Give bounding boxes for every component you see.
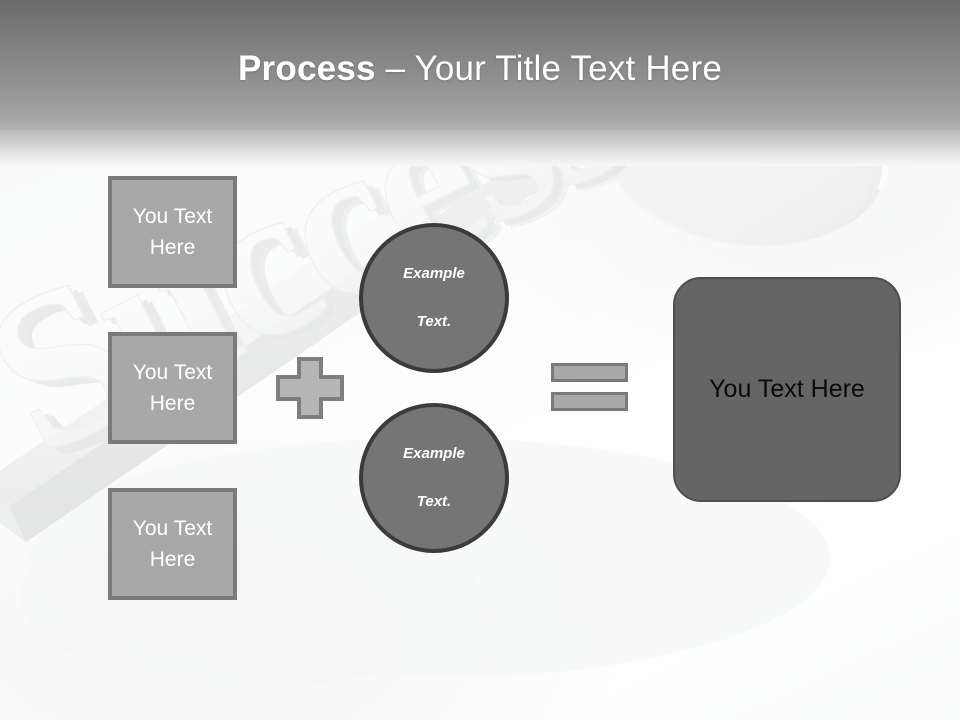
input-box-3-label: You Text Here	[132, 516, 213, 572]
input-box-3[interactable]: You Text Here	[108, 488, 237, 600]
page-title-rest: – Your Title Text Here	[375, 49, 722, 88]
equals-bar-bottom	[551, 392, 628, 411]
input-box-2-label: You Text Here	[132, 360, 213, 416]
example-circle-2-line2: Text.	[416, 493, 452, 510]
example-circle-1-line2: Text.	[416, 313, 452, 330]
example-circle-2-line1: Example	[403, 445, 465, 462]
page-title: Process – Your Title Text Here	[0, 49, 960, 89]
input-box-1-label: You Text Here	[132, 204, 213, 260]
plus-icon	[276, 357, 344, 419]
equals-icon	[551, 363, 628, 411]
result-box[interactable]: You Text Here	[673, 277, 901, 502]
input-box-2[interactable]: You Text Here	[108, 332, 237, 444]
page-title-bold: Process	[238, 49, 376, 88]
example-circle-1-line1: Example	[403, 265, 465, 282]
input-box-1[interactable]: You Text Here	[108, 176, 237, 288]
equals-bar-top	[551, 363, 628, 382]
title-band	[0, 0, 960, 166]
result-box-label: You Text Here	[709, 375, 865, 403]
